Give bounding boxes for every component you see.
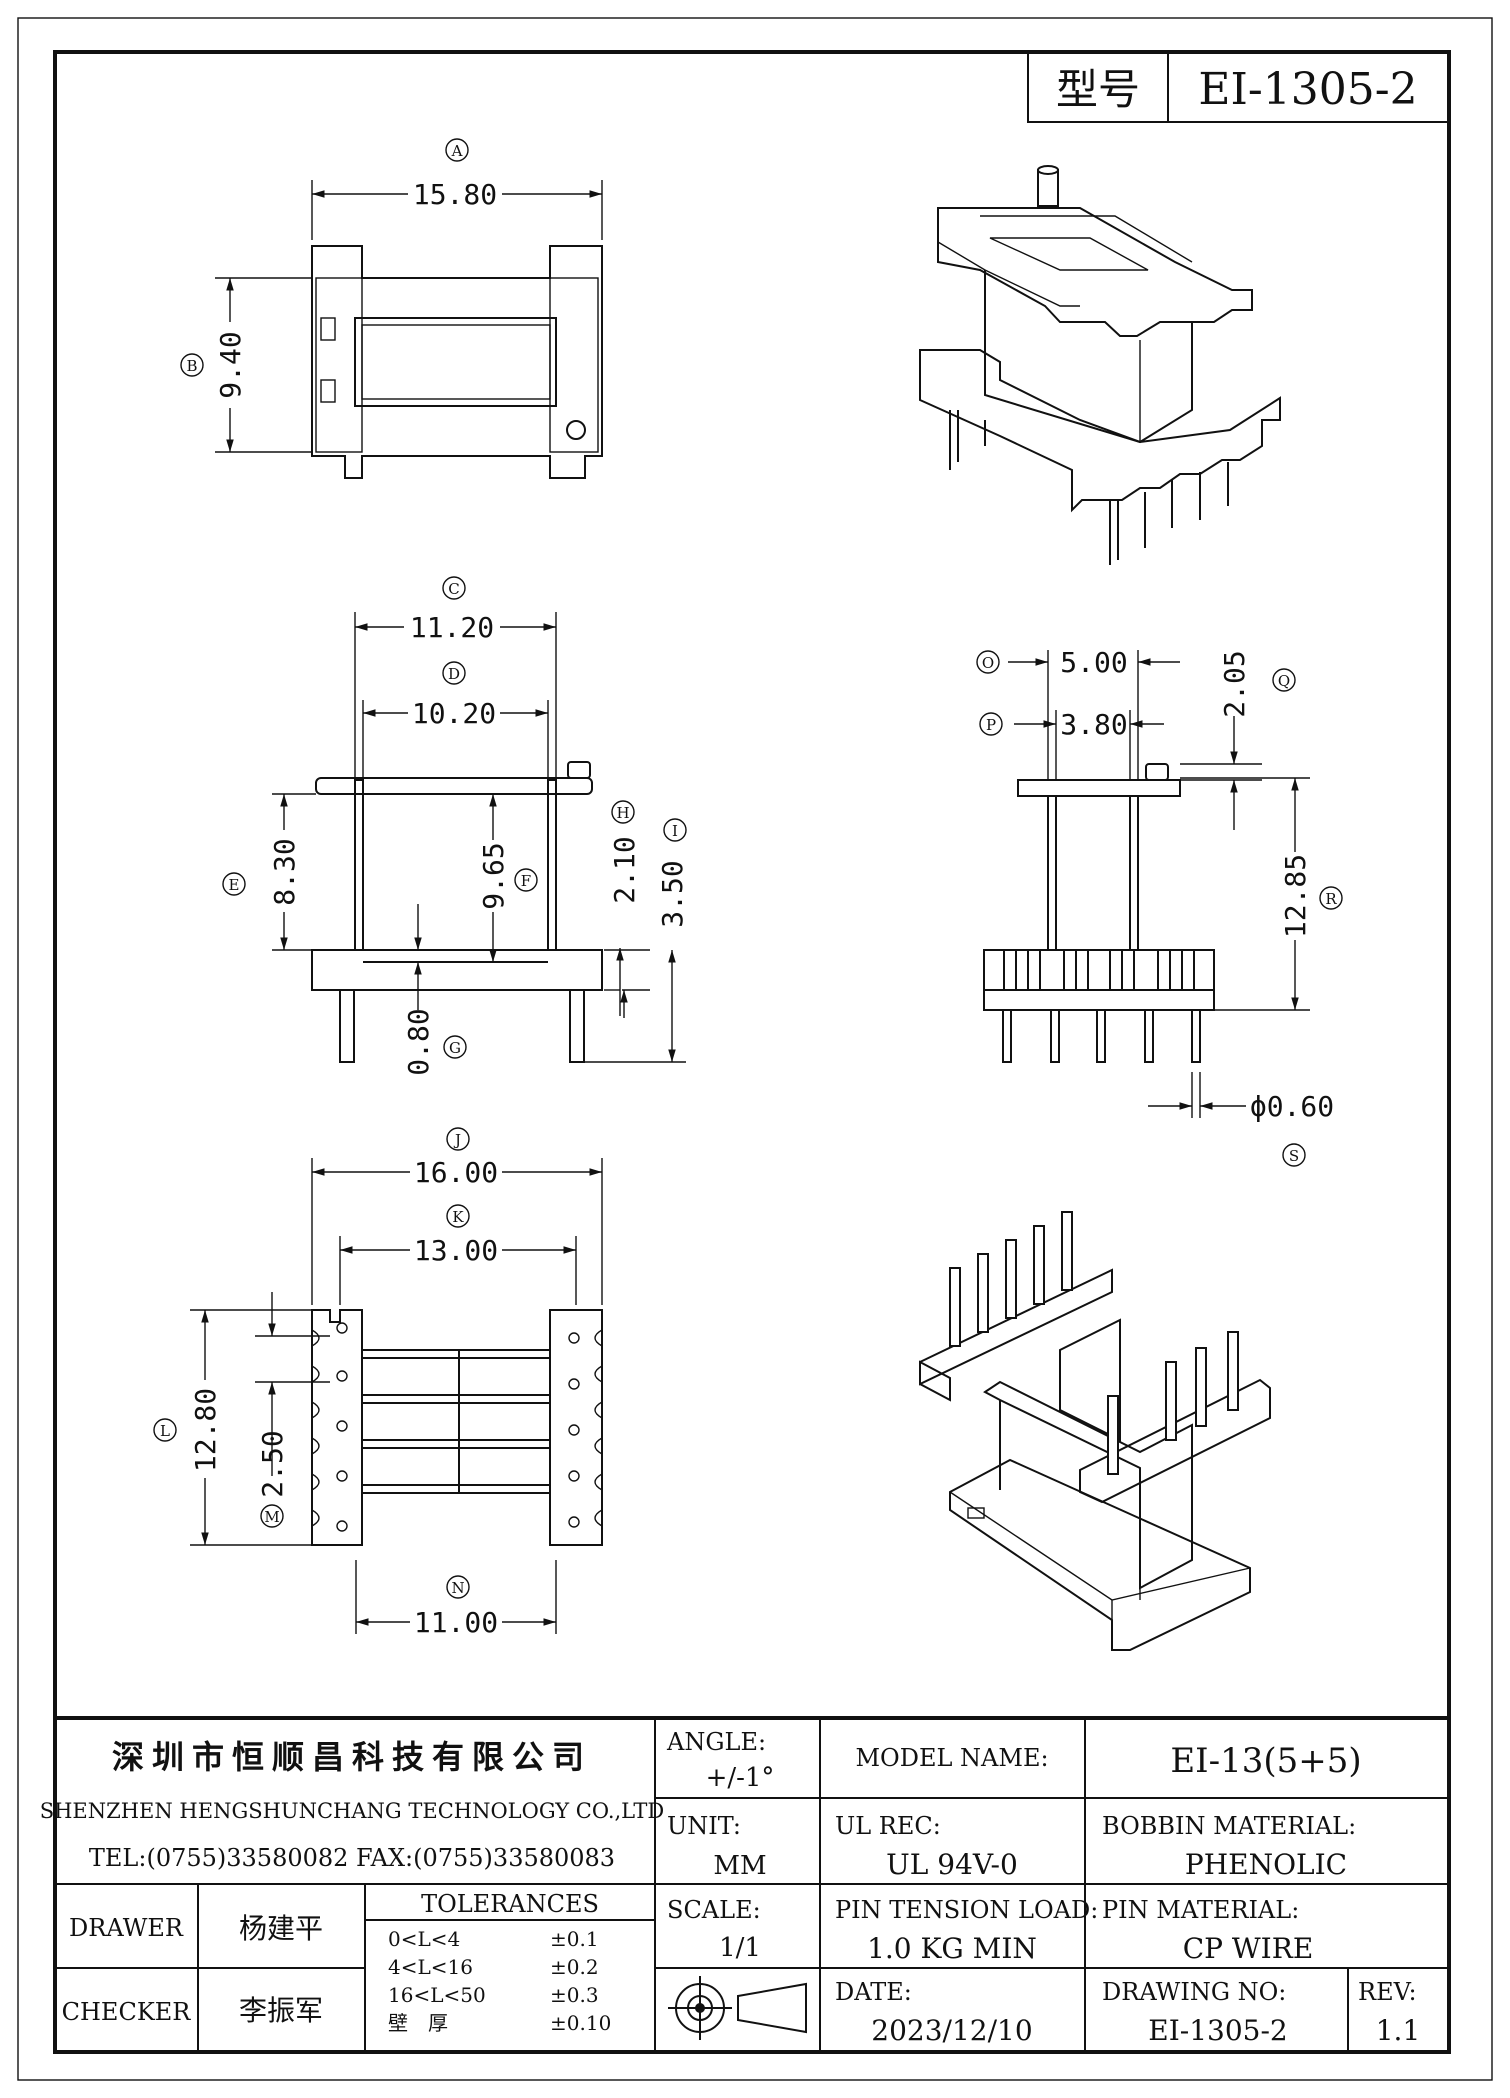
dim-e-value: 8.30 xyxy=(268,838,301,905)
dim-q-label: Q xyxy=(1278,672,1290,690)
side-view: 5.00 O 3.80 P 2.05 Q 12.85 R ϕ0.60 S xyxy=(976,646,1343,1167)
dim-r-value: 12.85 xyxy=(1279,854,1312,938)
dim-k-label: K xyxy=(452,1208,464,1226)
dim-l-label: L xyxy=(160,1422,170,1440)
checker-label: CHECKER xyxy=(62,1998,192,2026)
dim-h-value: 2.10 xyxy=(608,836,641,903)
model-name-label: MODEL NAME: xyxy=(855,1744,1048,1772)
bobbin-material-value: PHENOLIC xyxy=(1185,1848,1347,1881)
dim-d-value: 10.20 xyxy=(412,697,496,730)
inner-border xyxy=(53,50,1451,2054)
ul-rec-label: UL REC: xyxy=(835,1812,941,1840)
drawing-no-value: EI-1305-2 xyxy=(1148,2014,1288,2047)
dim-c-label: C xyxy=(448,580,459,598)
company-name-en: SHENZHEN HENGSHUNCHANG TECHNOLOGY CO.,LT… xyxy=(40,1799,665,1823)
front-view: 11.20 C 10.20 D 8.30 E 9.65 F 0.80 G xyxy=(222,576,689,1076)
dim-j-value: 16.00 xyxy=(414,1156,498,1189)
rev-value: 1.1 xyxy=(1376,2014,1421,2047)
top-view: 15.80 A 9.40 B xyxy=(180,138,603,479)
scale-label: SCALE: xyxy=(667,1896,761,1924)
unit-label: UNIT: xyxy=(667,1812,741,1840)
drawer-value: 杨建平 xyxy=(239,1912,323,1945)
dim-p-label: P xyxy=(986,716,996,734)
pin-tension-value: 1.0 KG MIN xyxy=(867,1932,1037,1965)
isometric-view-top xyxy=(919,165,1281,565)
unit-value: MM xyxy=(713,1851,766,1881)
dim-n-value: 11.00 xyxy=(414,1606,498,1639)
date-value: 2023/12/10 xyxy=(871,2014,1032,2047)
rev-label: REV: xyxy=(1358,1978,1417,2006)
model-box: 型号 EI-1305-2 xyxy=(1027,51,1450,123)
outer-border xyxy=(17,17,1493,2081)
dim-r-label: R xyxy=(1325,890,1337,908)
company-contact: TEL:(0755)33580082 FAX:(0755)33580083 xyxy=(89,1844,615,1872)
dim-k-value: 13.00 xyxy=(414,1234,498,1267)
tolerance-range: 16<L<50 xyxy=(388,1983,486,2007)
tolerance-range: 壁 厚 xyxy=(388,2011,448,2035)
dim-m-label: M xyxy=(264,1508,279,1526)
ul-rec-value: UL 94V-0 xyxy=(886,1848,1018,1881)
tolerance-value: ±0.2 xyxy=(550,1955,599,1979)
checker-value: 李振军 xyxy=(239,1994,323,2027)
model-value: EI-1305-2 xyxy=(1198,64,1417,115)
tolerance-range: 0<L<4 xyxy=(388,1927,460,1951)
dim-q-value: 2.05 xyxy=(1218,650,1251,717)
dim-c-value: 11.20 xyxy=(410,611,494,644)
dim-a-label: A xyxy=(451,142,463,160)
drawer-label: DRAWER xyxy=(69,1914,184,1942)
dim-i-value: 3.50 xyxy=(656,860,689,927)
pin-material-label: PIN MATERIAL: xyxy=(1102,1896,1299,1924)
dim-p-value: 3.80 xyxy=(1060,708,1127,741)
dim-b-value: 9.40 xyxy=(214,331,247,398)
model-name-value: EI-13(5+5) xyxy=(1170,1741,1361,1781)
dim-o-value: 5.00 xyxy=(1060,646,1127,679)
dim-l-value: 12.80 xyxy=(189,1388,222,1472)
dim-b-label: B xyxy=(186,357,197,375)
pin-material-value: CP WIRE xyxy=(1183,1932,1314,1965)
dim-g-label: G xyxy=(449,1039,461,1057)
dim-i-label: I xyxy=(672,822,678,840)
dim-d-label: D xyxy=(448,665,460,683)
angle-label: ANGLE: xyxy=(666,1728,766,1756)
dim-j-label: J xyxy=(453,1131,461,1149)
tolerances-label: TOLERANCES xyxy=(421,1890,599,1918)
dim-s-value: ϕ0.60 xyxy=(1250,1090,1334,1123)
title-block: 深圳市恒顺昌科技有限公司 SHENZHEN HENGSHUNCHANG TECH… xyxy=(40,1716,1449,2052)
tolerance-value: ±0.10 xyxy=(550,2011,611,2035)
dim-a-value: 15.80 xyxy=(413,178,497,211)
dim-o-label: O xyxy=(982,654,994,672)
bottom-view: 16.00 J 13.00 K 12.80 L 2.50 M 11.00 xyxy=(153,1127,603,1639)
company-name-cn: 深圳市恒顺昌科技有限公司 xyxy=(112,1738,592,1776)
dim-s-label: S xyxy=(1289,1147,1299,1165)
dim-n-label: N xyxy=(451,1579,464,1597)
dim-f-label: F xyxy=(521,872,531,890)
isometric-view-bottom xyxy=(919,1211,1271,1651)
model-label: 型号 xyxy=(1056,65,1140,114)
tolerance-table: 0<L<4 ±0.1 4<L<16 ±0.2 16<L<50 ±0.3 壁 厚 … xyxy=(388,1927,611,2035)
tolerance-range: 4<L<16 xyxy=(388,1955,473,1979)
tolerance-value: ±0.3 xyxy=(550,1983,599,2007)
dim-h-label: H xyxy=(616,804,629,822)
dim-m-value: 2.50 xyxy=(256,1430,289,1497)
dim-g-value: 0.80 xyxy=(402,1008,435,1075)
bobbin-material-label: BOBBIN MATERIAL: xyxy=(1102,1812,1356,1840)
date-label: DATE: xyxy=(835,1978,912,2006)
angle-value: +/-1° xyxy=(706,1763,775,1793)
dim-e-label: E xyxy=(229,876,240,894)
dim-f-value: 9.65 xyxy=(477,842,510,909)
projection-symbol-icon xyxy=(668,1976,807,2040)
drawing-no-label: DRAWING NO: xyxy=(1102,1978,1286,2006)
pin-tension-label: PIN TENSION LOAD: xyxy=(835,1896,1098,1924)
scale-value: 1/1 xyxy=(719,1933,761,1963)
tolerance-value: ±0.1 xyxy=(550,1927,599,1951)
